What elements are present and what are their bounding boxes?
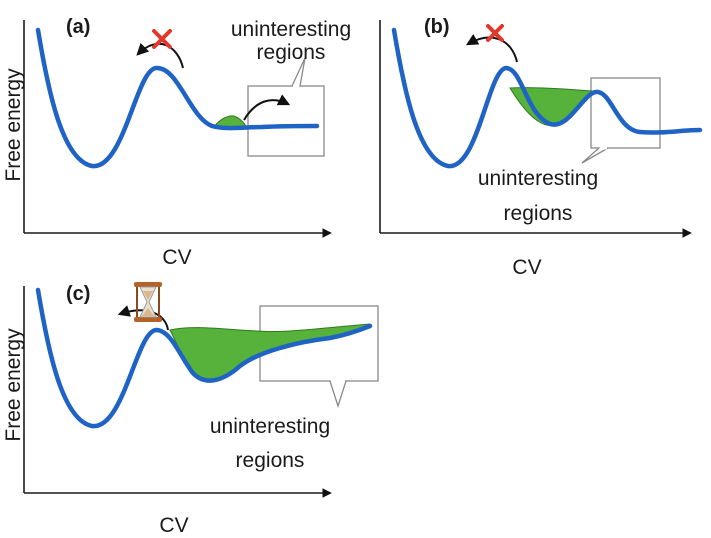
panel-b: (b) CV uninteresting regions (379, 16, 703, 279)
hourglass-icon (134, 282, 162, 322)
panel-a-callout-line-1: uninteresting (231, 18, 351, 41)
panel-a-y-axis-label: Free energy (2, 68, 25, 182)
panel-b-barrier-arrow (465, 33, 518, 63)
panel-c-callout-line-2: regions (236, 449, 305, 472)
panel-a-free-energy-curve (35, 27, 320, 169)
panel-a-callout-tail (291, 57, 306, 87)
panel-c-label: (c) (66, 283, 90, 305)
panel-b-callout-line-1: uninteresting (478, 167, 598, 190)
panel-c-free-energy-curve (35, 287, 373, 429)
red-x-icon (152, 29, 172, 49)
panel-a-barrier-arrow (136, 42, 184, 69)
panel-a-hop-arrow (243, 94, 291, 121)
panel-b-x-axis-label: CV (512, 256, 541, 279)
panel-a-x-axis-label: CV (162, 246, 191, 269)
panel-b-callout-line-2: regions (504, 202, 573, 225)
panel-a-label: (a) (66, 16, 90, 38)
panel-b-callout-box (590, 77, 661, 149)
panel-b-label: (b) (424, 16, 450, 38)
panel-b-callout-tail (581, 147, 609, 164)
panel-a-callout-line-2: regions (257, 41, 326, 64)
panel-c-y-axis-label: Free energy (2, 328, 25, 442)
panel-a: (a) Free energy CV uninteresting regions (2, 16, 351, 269)
panel-c-callout-tail (329, 380, 347, 409)
red-x-icon (486, 24, 504, 42)
panel-c-x-axis-label: CV (159, 514, 188, 537)
panel-c-callout-line-1: uninteresting (210, 415, 330, 438)
panel-a-callout-box (247, 85, 325, 157)
panel-b-free-energy-curve (391, 27, 703, 169)
panel-c: (c) Free energy CV uninteresting regions (2, 282, 379, 537)
